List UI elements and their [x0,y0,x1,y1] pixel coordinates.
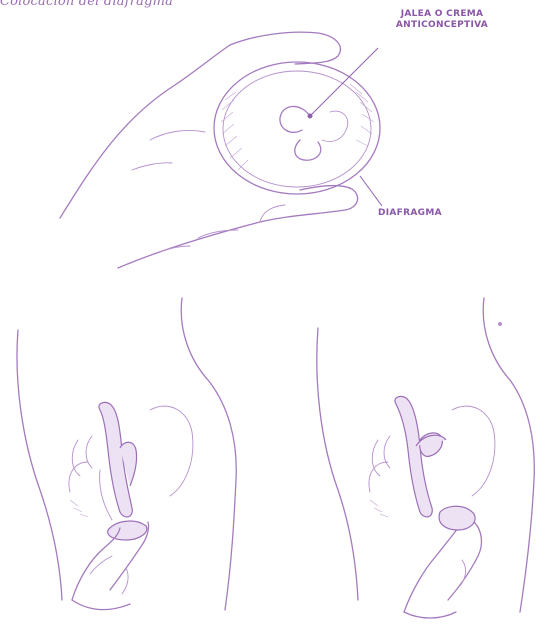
hand-holding-diaphragm [60,32,358,268]
inserted-right-figure [317,298,534,618]
insertion-left-figure [17,298,236,610]
diaphragm-dome [214,48,382,206]
